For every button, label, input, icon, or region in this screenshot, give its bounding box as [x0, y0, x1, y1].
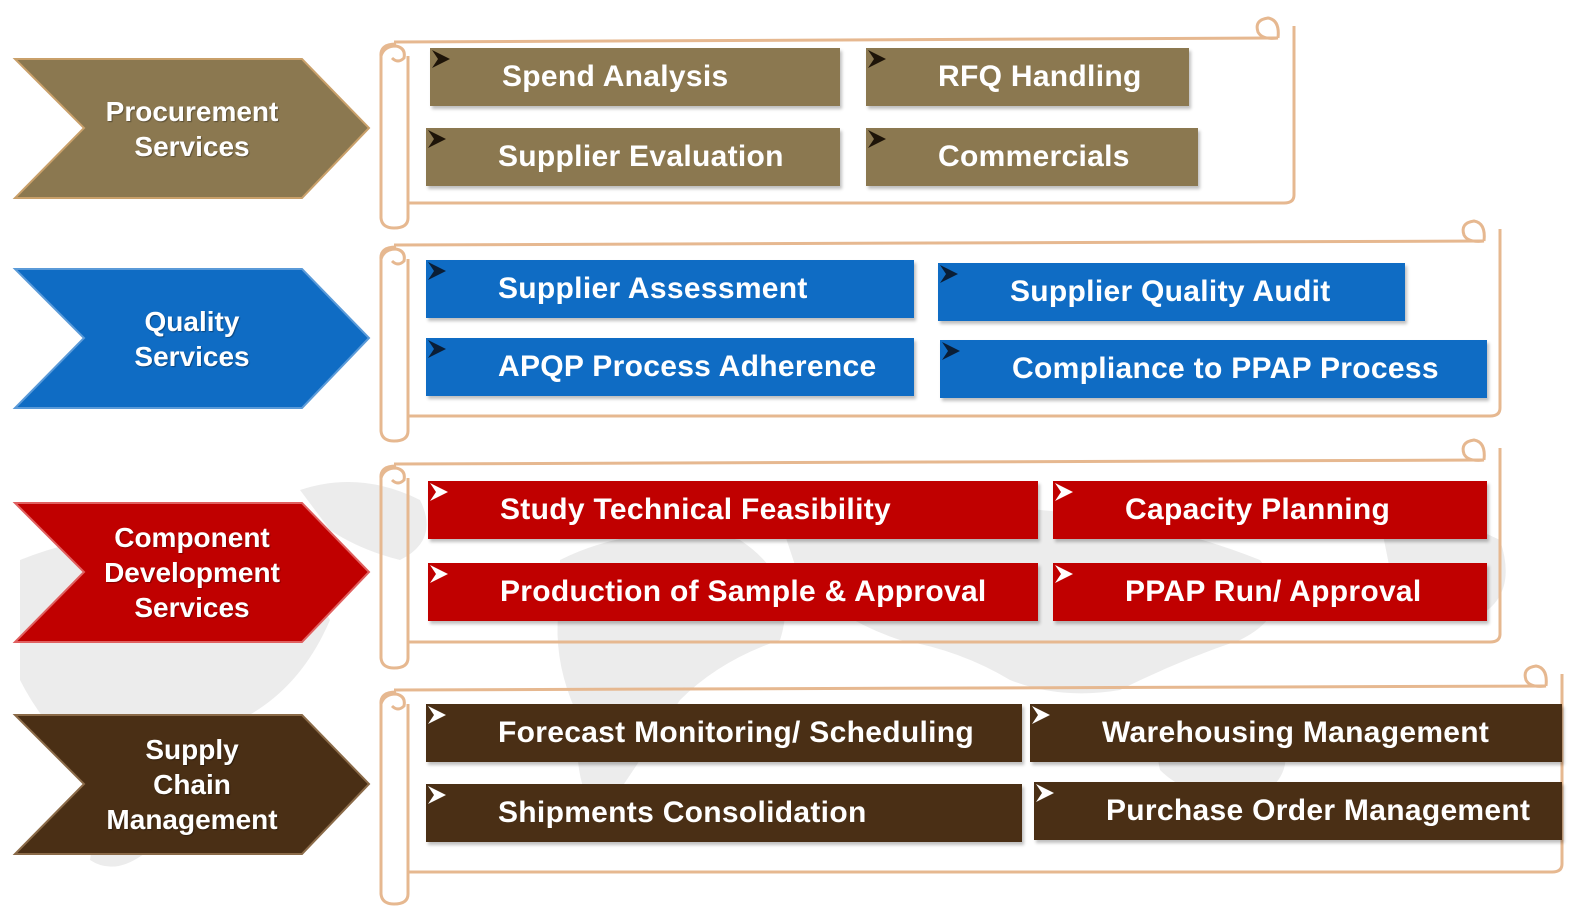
procurement-item-rfq-handling: RFQ Handling — [866, 48, 1189, 106]
procurement-item-commercials: Commercials — [866, 128, 1198, 186]
quality-scroll-frame: Supplier Assessment Supplier Quality Aud… — [378, 213, 1504, 445]
procurement-item-label: RFQ Handling — [938, 60, 1142, 93]
procurement-item-supplier-evaluation: Supplier Evaluation — [426, 128, 840, 186]
supply-item-label: Shipments Consolidation — [498, 796, 867, 829]
supply-item-label: Forecast Monitoring/ Scheduling — [498, 716, 974, 749]
supply-item-warehousing-management: Warehousing Management — [1030, 704, 1562, 762]
component-item-ppap-run-approval: PPAP Run/ Approval — [1053, 563, 1487, 621]
quality-item-compliance-ppap: Compliance to PPAP Process — [940, 340, 1487, 398]
procurement-services-chevron: Procurement Services — [12, 56, 372, 201]
quality-item-label: Compliance to PPAP Process — [1012, 352, 1439, 385]
quality-item-apqp-process-adherence: APQP Process Adherence — [426, 338, 914, 396]
supply-chain-chevron: Supply Chain Management — [12, 712, 372, 857]
component-item-study-technical-feasibility: Study Technical Feasibility — [428, 481, 1038, 539]
quality-item-supplier-quality-audit: Supplier Quality Audit — [938, 263, 1405, 321]
supply-item-label: Warehousing Management — [1102, 716, 1490, 749]
procurement-item-label: Spend Analysis — [502, 60, 729, 93]
quality-services-label: Quality Services — [134, 305, 250, 372]
procurement-item-label: Supplier Evaluation — [498, 140, 784, 173]
supply-item-purchase-order-management: Purchase Order Management — [1034, 782, 1562, 840]
supply-chain-scroll-frame: Forecast Monitoring/ Scheduling Warehous… — [378, 658, 1568, 908]
quality-item-label: Supplier Quality Audit — [1010, 275, 1331, 308]
component-item-label: Production of Sample & Approval — [500, 575, 987, 608]
supply-item-label: Purchase Order Management — [1106, 794, 1531, 827]
component-item-capacity-planning: Capacity Planning — [1053, 481, 1487, 539]
component-item-production-sample-approval: Production of Sample & Approval — [428, 563, 1038, 621]
supply-chain-label: Supply Chain Management — [106, 734, 278, 835]
component-development-label: Component Development Services — [104, 522, 280, 623]
component-scroll-frame: Study Technical Feasibility Capacity Pla… — [378, 432, 1504, 672]
component-development-chevron: Component Development Services — [12, 500, 372, 645]
quality-item-label: APQP Process Adherence — [498, 350, 877, 383]
component-item-label: Study Technical Feasibility — [500, 493, 891, 526]
quality-item-label: Supplier Assessment — [498, 272, 808, 305]
procurement-item-spend-analysis: Spend Analysis — [430, 48, 840, 106]
component-item-label: Capacity Planning — [1125, 493, 1391, 526]
supply-item-shipments-consolidation: Shipments Consolidation — [426, 784, 1022, 842]
quality-services-chevron: Quality Services — [12, 266, 372, 411]
quality-item-supplier-assessment: Supplier Assessment — [426, 260, 914, 318]
procurement-item-label: Commercials — [938, 140, 1130, 173]
component-item-label: PPAP Run/ Approval — [1125, 575, 1422, 608]
supply-item-forecast-monitoring: Forecast Monitoring/ Scheduling — [426, 704, 1022, 762]
procurement-scroll-frame: Spend Analysis RFQ Handling Supplier Eva… — [378, 10, 1298, 232]
procurement-services-label: Procurement Services — [105, 95, 279, 162]
